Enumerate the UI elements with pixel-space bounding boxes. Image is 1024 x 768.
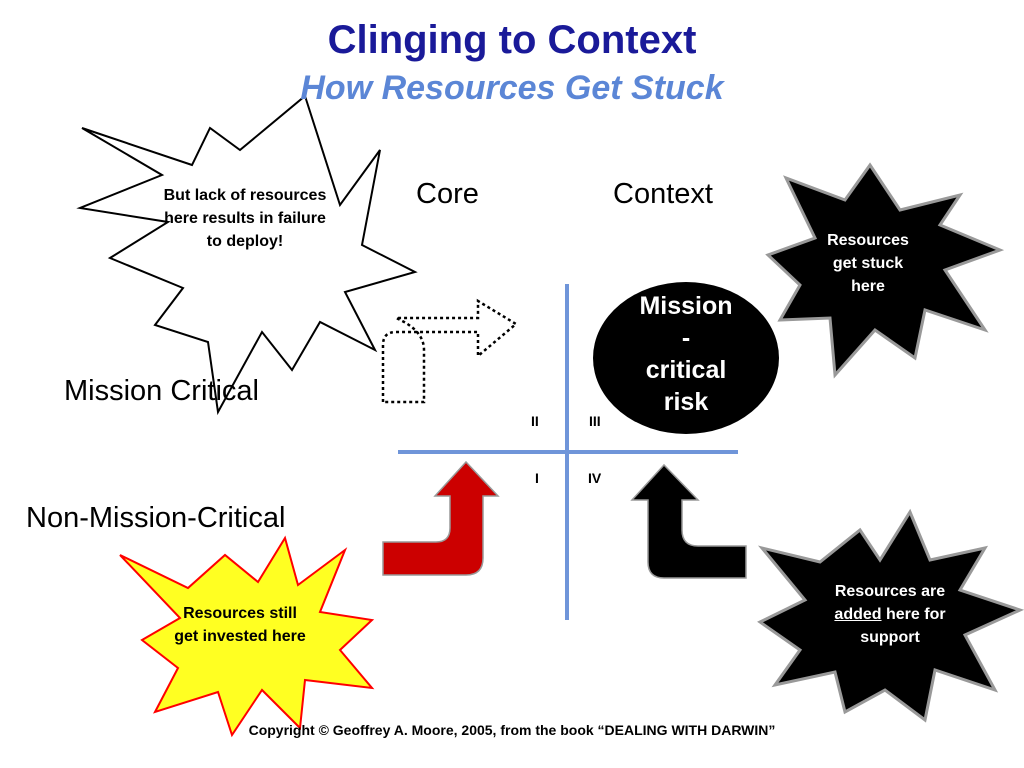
- quadrant-label-4: IV: [588, 470, 602, 486]
- slide-title: Clinging to Context: [327, 18, 697, 62]
- callout-top-left: But lack of resources here results in fa…: [163, 187, 327, 251]
- starburst-bottom-right: [757, 508, 1024, 723]
- row-label-mission-critical: Mission Critical: [64, 375, 259, 407]
- red-up-arrow: [382, 460, 500, 576]
- column-label-context: Context: [613, 178, 713, 210]
- dotted-bent-arrow: [381, 298, 519, 404]
- callout-bottom-right-prefix: Resources are: [834, 583, 946, 600]
- quadrant-label-1: I: [535, 470, 539, 486]
- callout-bottom-right: Resources are added here for support: [808, 580, 972, 650]
- quadrant-label-3: III: [589, 413, 601, 429]
- callout-top-right: Resources get stuck here: [827, 232, 909, 296]
- starburst-bottom-left: [119, 535, 375, 738]
- column-label-core: Core: [416, 178, 479, 210]
- black-up-arrow: [630, 463, 747, 579]
- copyright-notice: Copyright © Geoffrey A. Moore, 2005, fro…: [248, 722, 776, 738]
- oval-line-2: -: [681, 324, 691, 352]
- oval-line-3: critical: [645, 356, 727, 384]
- callout-bottom-right-suffix: here for support: [860, 606, 946, 647]
- oval-line-4: risk: [663, 388, 709, 416]
- callout-bottom-right-emphasis: added: [834, 606, 882, 624]
- oval-text: Mission - critical risk: [606, 290, 766, 418]
- mission-critical-risk-oval: [593, 282, 779, 434]
- starburst-top-right: [765, 162, 1005, 379]
- callout-bottom-left: Resources still get invested here: [174, 605, 306, 646]
- slide-subtitle: How Resources Get Stuck: [300, 69, 724, 107]
- quadrant-label-2: II: [531, 413, 539, 429]
- oval-line-1: Mission: [639, 292, 733, 320]
- starburst-top-left: [76, 94, 418, 416]
- row-label-non-mission-critical: Non-Mission-Critical: [26, 502, 286, 534]
